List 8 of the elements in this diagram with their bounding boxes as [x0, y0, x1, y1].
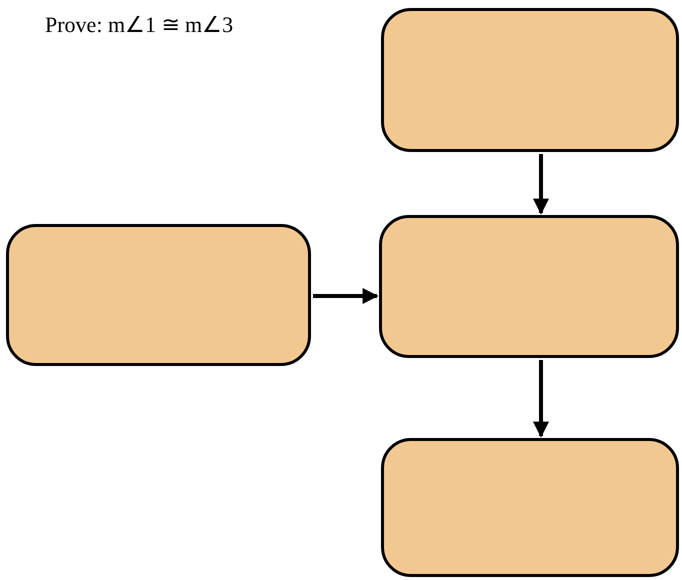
arrow [533, 360, 549, 438]
rounded-box [379, 215, 679, 358]
arrow [533, 154, 549, 215]
rounded-box [381, 8, 679, 152]
rounded-box [6, 224, 311, 366]
title: Prove: m∠1 ≅ m∠3 [45, 11, 234, 39]
arrow [313, 288, 379, 304]
rounded-box [381, 438, 679, 577]
